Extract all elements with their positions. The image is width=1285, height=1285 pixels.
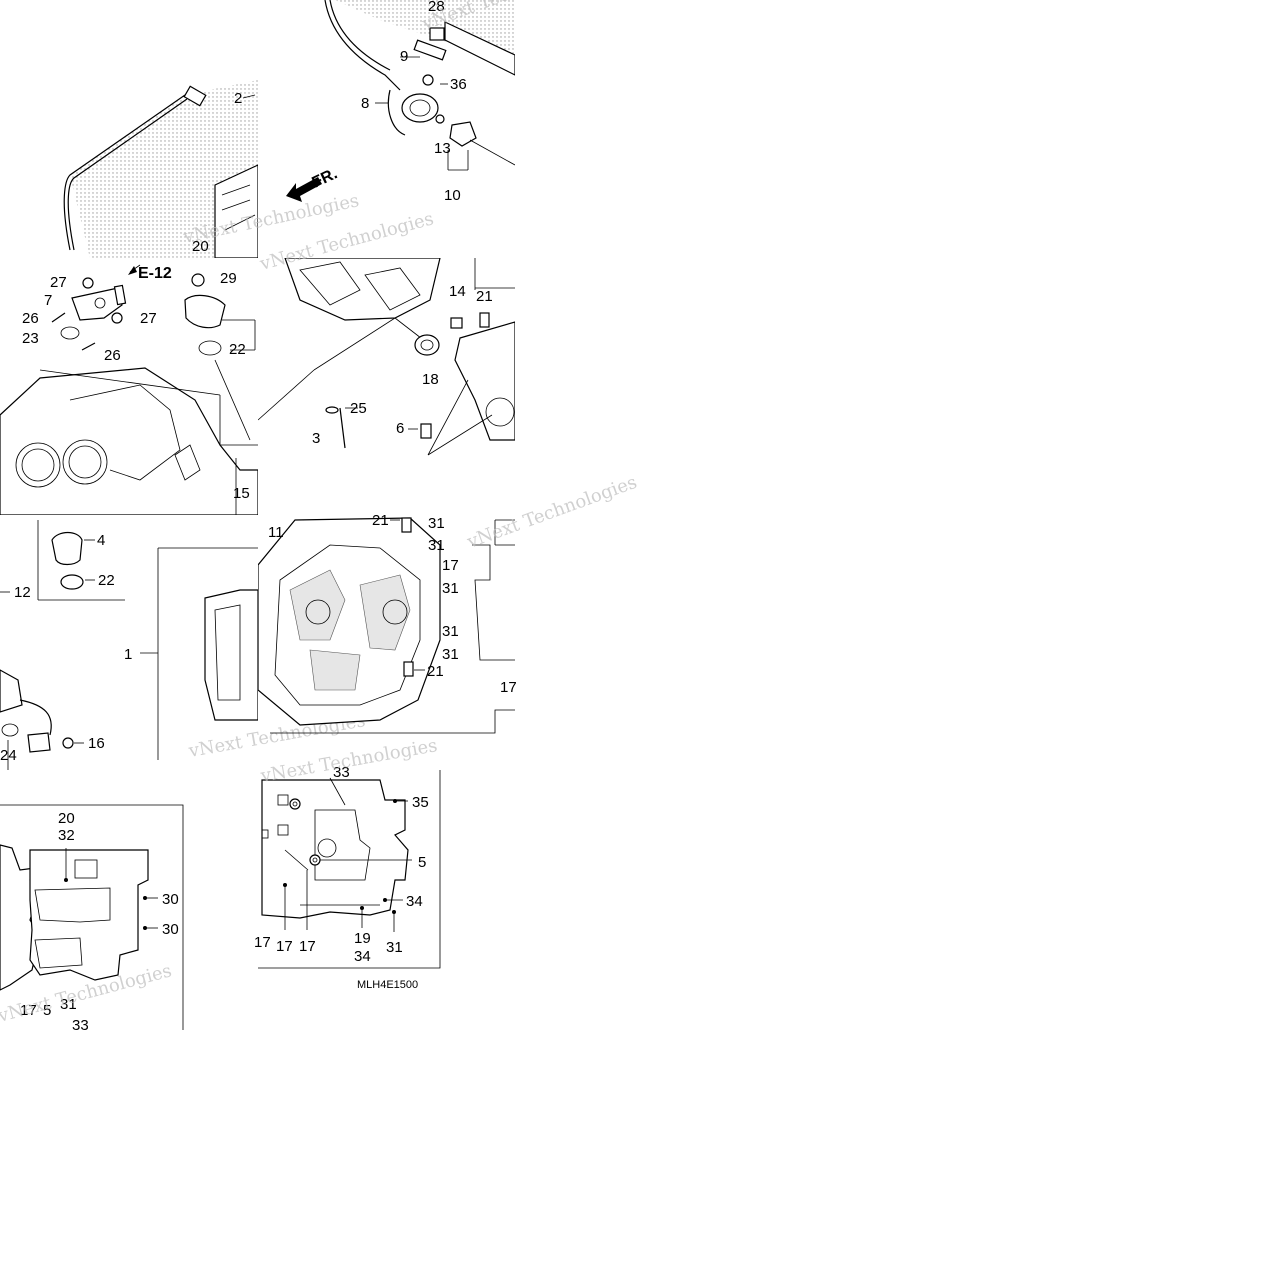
tile-sensor-harness	[286, 0, 515, 202]
callout-2: 2	[234, 90, 242, 107]
callout-23: 23	[22, 330, 39, 347]
callout-27-right: 27	[140, 310, 157, 327]
ref-page: E-12	[138, 265, 172, 282]
callout-13: 13	[434, 140, 451, 157]
callout-27-top: 27	[50, 274, 67, 291]
callout-20-bottom: 20	[58, 810, 75, 827]
callout-4: 4	[97, 532, 105, 549]
callout-17-edge: 17	[500, 679, 517, 696]
callout-14: 14	[449, 283, 466, 300]
tile-sensors-and-case	[0, 520, 258, 770]
front-marker: FR.	[310, 165, 341, 191]
callout-17-h-edge: 17	[254, 934, 271, 951]
callout-5: 5	[418, 854, 426, 871]
callout-34-bottom: 34	[354, 948, 371, 965]
tile-upper-harness	[63, 80, 258, 258]
tile-cylinder-block	[0, 264, 258, 515]
callout-31-c: 31	[442, 580, 459, 597]
callout-31-b: 31	[428, 537, 445, 554]
callout-22-bottom: 22	[98, 572, 115, 589]
callout-25: 25	[350, 400, 367, 417]
callout-17-right: 17	[442, 557, 459, 574]
callout-8: 8	[361, 95, 369, 112]
callout-31-bottom: 31	[60, 996, 77, 1013]
callout-31-e: 31	[442, 646, 459, 663]
callout-17-bottom: 17	[20, 1002, 37, 1019]
callout-6: 6	[396, 420, 404, 437]
callout-15: 15	[233, 485, 250, 502]
callout-19: 19	[354, 930, 371, 947]
callout-30-b: 30	[162, 921, 179, 938]
callout-21-mid: 21	[372, 512, 389, 529]
callout-33-bottom: 33	[72, 1017, 89, 1034]
callout-11: 11	[268, 524, 284, 541]
diagram-code: MLH4E1500	[357, 979, 418, 991]
watermark-f: vNext Technologies	[464, 472, 640, 553]
callout-31-d: 31	[442, 623, 459, 640]
callout-1: 1	[124, 646, 132, 663]
callout-26-left: 26	[22, 310, 39, 327]
callout-31-a: 31	[428, 515, 445, 532]
callout-5-bottom: 5	[43, 1002, 51, 1019]
callout-10: 10	[444, 187, 461, 204]
callout-17-h-b: 17	[299, 938, 316, 955]
callout-36: 36	[450, 76, 467, 93]
tile-case-gasket-right	[258, 770, 441, 969]
callout-16: 16	[88, 735, 105, 752]
callout-29: 29	[220, 270, 237, 287]
callout-21-bottom: 21	[427, 663, 444, 680]
callout-31-h: 31	[386, 939, 403, 956]
callout-33-top: 33	[333, 764, 350, 781]
callout-12: 12	[14, 584, 31, 601]
tile-crankcase-top	[258, 258, 515, 456]
callout-18: 18	[422, 371, 439, 388]
callout-28: 28	[428, 0, 445, 15]
callout-35: 35	[412, 794, 429, 811]
callout-34-right: 34	[406, 893, 423, 910]
callout-7: 7	[44, 292, 52, 309]
callout-32: 32	[58, 827, 75, 844]
callout-24: 24	[0, 747, 17, 764]
callout-20: 20	[192, 238, 209, 255]
callout-26-right: 26	[104, 347, 121, 364]
tile-case-gasket-left	[0, 804, 184, 1030]
callout-9: 9	[400, 48, 408, 65]
callout-22-top: 22	[229, 341, 246, 358]
callout-30-a: 30	[162, 891, 179, 908]
callout-21-top: 21	[476, 288, 493, 305]
callout-3: 3	[312, 430, 320, 447]
tile-crankcase-lower	[258, 517, 515, 734]
callout-17-h-a: 17	[276, 938, 293, 955]
